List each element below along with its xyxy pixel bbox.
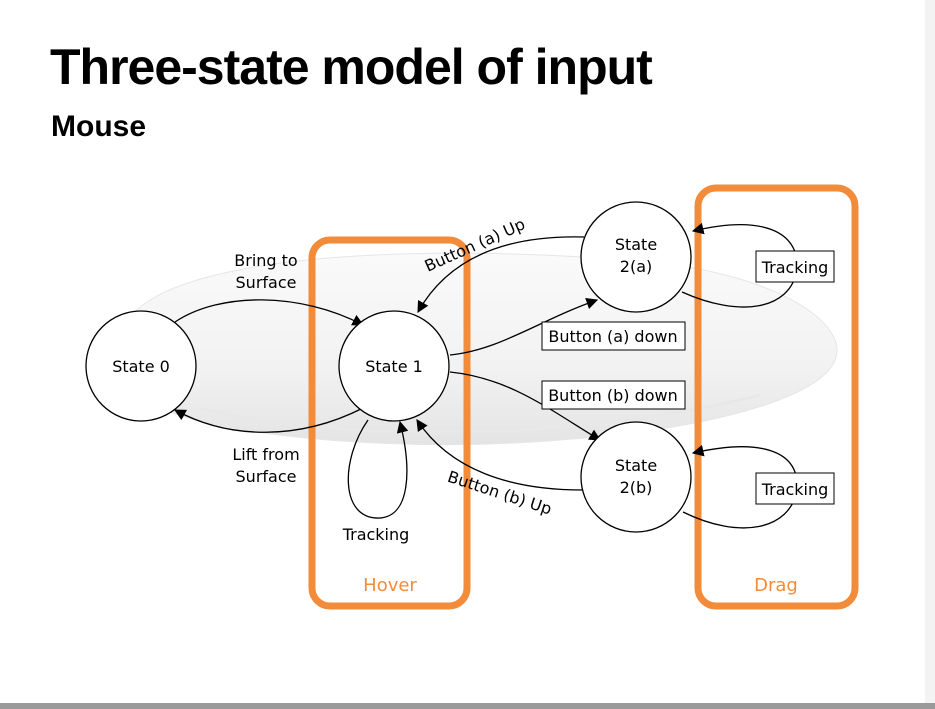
bring-to-surface-label-line1: Bring to (234, 251, 297, 270)
state-1-label: State 1 (365, 357, 423, 376)
drag-a-tracking-box (755, 250, 835, 283)
bring-to-surface-label-line2: Surface (236, 273, 297, 292)
hover-group-label: Hover (363, 575, 417, 596)
bring-to-surface-arrow (174, 299, 365, 326)
slide-edge (925, 0, 935, 709)
button-b-down-box (541, 380, 686, 410)
drag-group-box (694, 184, 859, 610)
lift-from-surface-label-line2: Surface (236, 467, 297, 486)
state-0-node (85, 310, 197, 422)
button-a-up-arrow (417, 236, 585, 314)
state-2a-label-line2: 2(a) (620, 257, 652, 276)
drag-a-tracking-label: Tracking (761, 258, 829, 277)
drag-b-tracking-label: Tracking (761, 480, 829, 499)
state-2b-label-line2: 2(b) (620, 478, 653, 497)
state-2a-label-line1: State (615, 235, 657, 254)
button-b-up-arrow (416, 419, 584, 491)
button-b-up-label: Button (b) Up (445, 467, 554, 519)
drag-b-tracking-box (755, 472, 835, 505)
hover-tracking-loop (347, 419, 409, 519)
bottom-bar (0, 703, 935, 709)
state-2a-node (580, 201, 692, 313)
lift-from-surface-arrow (173, 407, 364, 433)
hover-tracking-label: Tracking (342, 525, 410, 544)
state-2b-node (580, 421, 692, 533)
lift-from-surface-label-line1: Lift from (232, 445, 299, 464)
state-0-label: State 0 (112, 357, 170, 376)
button-b-down-label: Button (b) down (548, 386, 678, 405)
mouse-photo (117, 252, 838, 446)
state-1-node (338, 310, 450, 422)
button-a-down-arrow (449, 297, 599, 356)
button-a-down-box (541, 321, 686, 351)
button-b-down-arrow (449, 371, 602, 441)
drag-group-label: Drag (754, 575, 798, 596)
state-2b-label-line1: State (615, 456, 657, 475)
button-a-down-label: Button (a) down (548, 327, 677, 346)
slide-subtitle: Mouse (51, 110, 147, 143)
slide-title: Three-state model of input (50, 39, 653, 95)
hover-group-box (308, 236, 471, 610)
